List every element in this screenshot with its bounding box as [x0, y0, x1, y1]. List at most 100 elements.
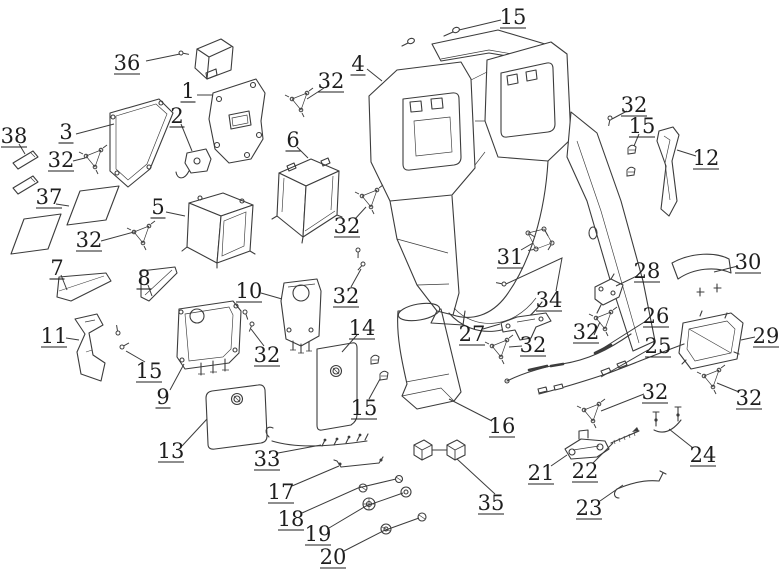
svg-text:32: 32: [621, 93, 648, 117]
callout-19: 19: [305, 492, 404, 546]
callout-24: 24: [668, 428, 717, 467]
callout-30: 30: [713, 250, 762, 274]
callout-1: 1: [180, 79, 213, 103]
callout-8: 8: [136, 266, 153, 297]
svg-text:32: 32: [642, 380, 669, 404]
svg-text:35: 35: [478, 491, 505, 515]
svg-text:32: 32: [333, 284, 360, 308]
callout-15: 15: [458, 5, 526, 31]
svg-text:20: 20: [320, 545, 347, 569]
svg-text:29: 29: [753, 324, 780, 348]
svg-text:2: 2: [170, 104, 183, 128]
callout-35: 35: [456, 458, 505, 515]
svg-text:25: 25: [645, 334, 672, 358]
callout-15: 15: [125, 350, 163, 383]
callout-26: 26: [596, 304, 670, 353]
part-16-boot: [397, 302, 462, 410]
svg-text:27: 27: [459, 322, 486, 346]
svg-text:17: 17: [268, 480, 295, 504]
svg-text:24: 24: [690, 443, 717, 467]
part-19-nuts: [362, 486, 412, 511]
callout-23: 23: [576, 484, 624, 520]
callout-32: 32: [508, 333, 547, 357]
svg-text:32: 32: [48, 148, 75, 172]
svg-text:33: 33: [254, 447, 281, 471]
part-5-box: [181, 192, 256, 269]
svg-text:6: 6: [286, 128, 299, 152]
callout-31: 31: [497, 242, 534, 269]
svg-text:1: 1: [181, 79, 194, 103]
callout-32: 32: [600, 380, 669, 412]
svg-text:30: 30: [735, 250, 762, 274]
part-3-panel: [109, 98, 174, 188]
callout-12: 12: [676, 146, 720, 170]
svg-text:23: 23: [576, 496, 603, 520]
svg-text:22: 22: [572, 459, 599, 483]
callout-9: 9: [155, 363, 185, 409]
svg-text:3: 3: [59, 120, 72, 144]
svg-text:21: 21: [528, 461, 555, 485]
svg-text:32: 32: [520, 333, 547, 357]
callout-32: 32: [334, 206, 367, 238]
part-23-wire: [614, 470, 667, 499]
part-30-cap: [671, 253, 732, 297]
part-29-frame: [678, 310, 744, 370]
svg-text:16: 16: [489, 414, 516, 438]
svg-text:36: 36: [114, 51, 141, 75]
svg-text:15: 15: [351, 396, 378, 420]
callout-32: 32: [306, 69, 344, 100]
callout-32: 32: [573, 320, 601, 344]
callout-10: 10: [236, 279, 283, 303]
callout-34: 34: [505, 257, 563, 312]
callout-32: 32: [48, 148, 86, 172]
callout-32: 32: [716, 382, 763, 410]
callout-32: 32: [250, 328, 280, 367]
callout-32: 32: [333, 268, 362, 308]
callout-13: 13: [158, 418, 208, 463]
svg-text:9: 9: [156, 385, 169, 409]
svg-text:12: 12: [693, 146, 720, 170]
callout-38: 38: [1, 124, 28, 155]
part-34-screw: [495, 279, 508, 289]
callout-6: 6: [285, 128, 309, 159]
part-31-screws: [525, 225, 555, 256]
callout-14: 14: [341, 316, 375, 353]
part-35-nuts: [413, 439, 466, 461]
part-17-rod: [333, 456, 384, 468]
svg-text:15: 15: [136, 359, 163, 383]
part-15-fasteners: [111, 26, 637, 381]
svg-text:32: 32: [736, 386, 763, 410]
svg-text:26: 26: [643, 304, 670, 328]
part-10-panel: [280, 278, 322, 354]
part-14-door: [316, 342, 358, 431]
svg-text:8: 8: [137, 266, 150, 290]
svg-text:10: 10: [236, 279, 263, 303]
part-18-screws: [358, 474, 404, 493]
part-9-frame: [176, 300, 242, 376]
svg-text:11: 11: [41, 324, 68, 348]
svg-text:38: 38: [1, 124, 28, 148]
part-37-decals: [10, 185, 120, 255]
svg-text:28: 28: [634, 259, 661, 283]
part-2-latch: [175, 148, 212, 179]
callout-36: 36: [114, 51, 181, 75]
callout-21: 21: [528, 454, 568, 485]
part-21-bracket: [564, 429, 610, 460]
svg-text:19: 19: [305, 522, 332, 546]
part-12-trim: [656, 126, 680, 217]
svg-text:37: 37: [36, 185, 63, 209]
callout-16: 16: [448, 398, 516, 438]
svg-text:5: 5: [151, 195, 164, 219]
callout-28: 28: [615, 259, 661, 287]
part-7-trim: [56, 272, 112, 302]
part-38-strips: [12, 150, 39, 195]
callout-11: 11: [41, 324, 80, 348]
callout-25: 25: [600, 334, 672, 378]
callout-20: 20: [320, 517, 420, 569]
callout-4: 4: [350, 52, 383, 82]
callout-22: 22: [572, 442, 614, 483]
callout-27: 27: [459, 322, 501, 346]
callout-7: 7: [49, 256, 68, 291]
